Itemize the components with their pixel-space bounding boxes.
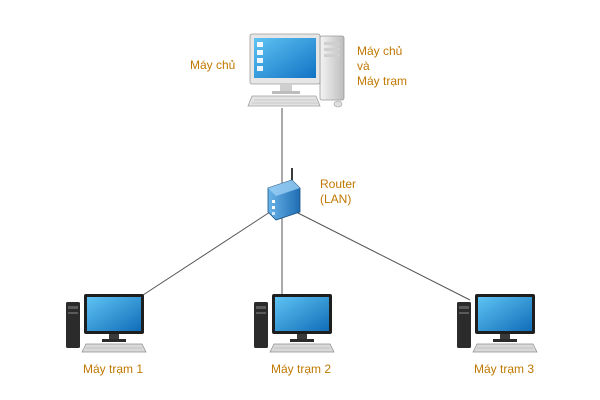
server-role-line2: và bbox=[357, 59, 370, 73]
workstation-3-computer-icon bbox=[455, 292, 540, 354]
workstation-2-computer-icon bbox=[252, 292, 337, 354]
workstation-3-label: Máy trạm 3 bbox=[474, 362, 535, 376]
link-router-ws3 bbox=[295, 211, 471, 301]
wireless-router-icon bbox=[262, 166, 304, 224]
workstation-2-label: Máy trạm 2 bbox=[271, 362, 332, 376]
router-label-line1: Router bbox=[320, 177, 357, 191]
server-role-label: Máy chủ và Máy trạm bbox=[357, 44, 407, 89]
server-role-line1: Máy chủ bbox=[357, 44, 403, 58]
router-label-line2: (LAN) bbox=[320, 192, 352, 206]
server-computer-icon bbox=[242, 28, 347, 110]
workstation-1-computer-icon bbox=[64, 292, 149, 354]
workstation-1-label: Máy trạm 1 bbox=[83, 362, 144, 376]
server-role-line3: Máy trạm bbox=[357, 74, 408, 88]
server-label: Máy chủ bbox=[190, 58, 236, 72]
router-label: Router (LAN) bbox=[320, 177, 356, 207]
link-router-ws1 bbox=[139, 211, 271, 298]
